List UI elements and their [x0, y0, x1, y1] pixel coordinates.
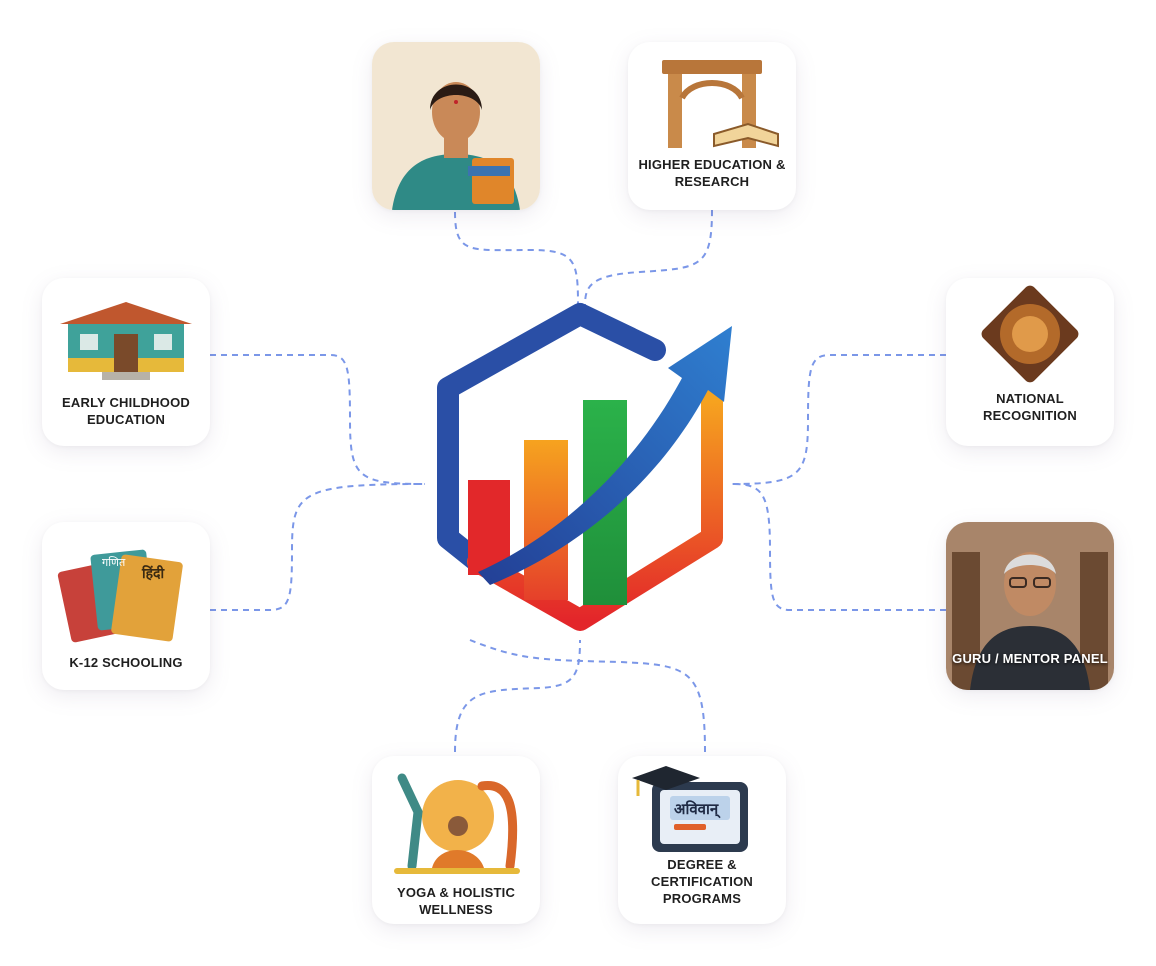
textbooks-icon: गणित हिंदी [57, 549, 183, 643]
temple-arch-book-icon [662, 60, 779, 148]
bar-orange [524, 440, 568, 600]
node-higher-education-label: HIGHER EDUCATION & RESEARCH [638, 157, 786, 189]
node-guru-mentor-label: GURU / MENTOR PANEL [952, 651, 1108, 666]
book-title-ganit: गणित [102, 556, 126, 569]
medal-emblem-icon [981, 285, 1079, 383]
connector-guru [731, 483, 946, 611]
node-guru-mentor[interactable]: GURU / MENTOR PANEL [946, 522, 1114, 690]
growth-arrow [478, 326, 732, 585]
yoga-figures-icon [394, 773, 520, 874]
connector-early-childhood [210, 354, 426, 485]
hex-left-blue [437, 303, 666, 573]
node-student[interactable] [372, 42, 540, 210]
school-house-icon [60, 302, 192, 380]
node-early-childhood[interactable]: EARLY CHILDHOOD EDUCATION [42, 278, 210, 446]
node-degree-label: DEGREE & CERTIFICATION PROGRAMS [650, 857, 754, 906]
node-yoga-label: YOGA & HOLISTIC WELLNESS [396, 885, 516, 917]
book-title-hindi: हिंदी [141, 565, 165, 582]
node-degree[interactable]: अविवान् DEGREE & CERTIFICATION PROGRAMS [618, 756, 786, 924]
node-early-childhood-label: EARLY CHILDHOOD EDUCATION [62, 395, 190, 427]
connector-degree [469, 639, 706, 753]
connector-national-recognition [731, 354, 946, 485]
center-logo [437, 303, 732, 631]
node-national-recognition-label: NATIONAL RECOGNITION [983, 391, 1077, 423]
connector-yoga [454, 639, 581, 753]
node-yoga[interactable]: YOGA & HOLISTIC WELLNESS [372, 756, 540, 924]
bar-red [468, 480, 510, 575]
connector-student [454, 211, 579, 306]
mentor-portrait-icon [946, 522, 1114, 690]
node-k12-label: K-12 SCHOOLING [69, 655, 183, 670]
connector-higher-education [584, 209, 713, 306]
connector-k12 [210, 483, 426, 611]
graduation-cap-tablet-icon: अविवान् [632, 766, 748, 852]
node-national-recognition[interactable]: NATIONAL RECOGNITION [946, 278, 1114, 446]
node-k12[interactable]: गणित हिंदी K-12 SCHOOLING [42, 522, 210, 690]
tablet-screen-text: अविवान् [674, 800, 721, 819]
node-higher-education[interactable]: HIGHER EDUCATION & RESEARCH [628, 42, 796, 210]
student-girl-with-books-icon [372, 42, 540, 210]
